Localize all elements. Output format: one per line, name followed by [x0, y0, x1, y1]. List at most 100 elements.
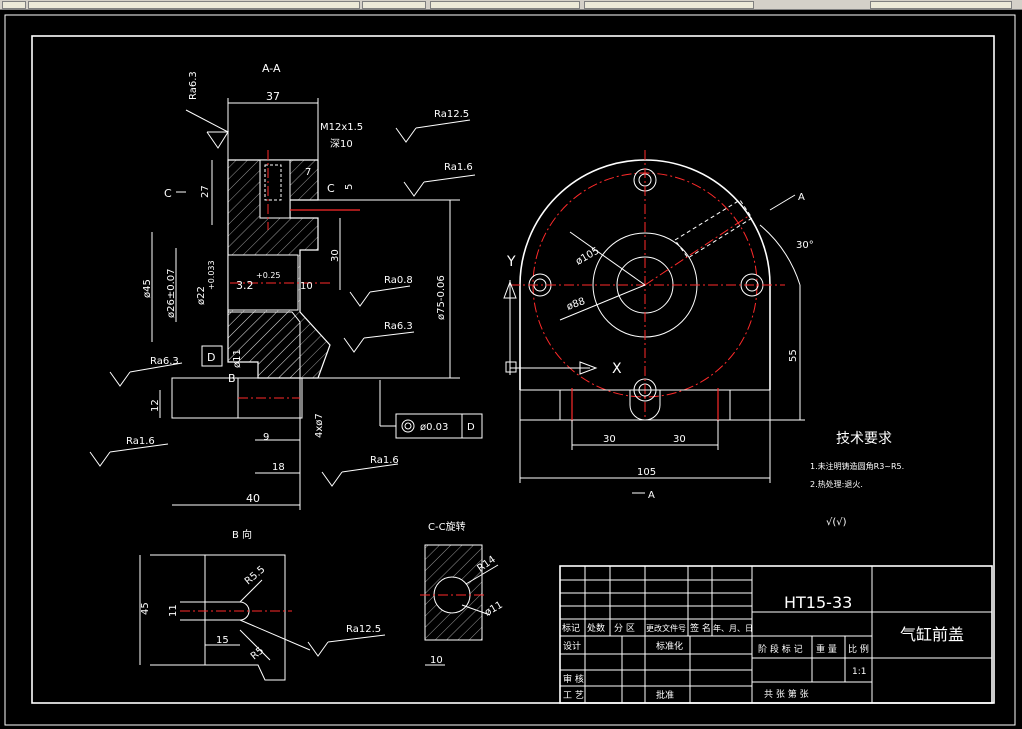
toolbar-segment[interactable]: [28, 1, 360, 9]
tb-standard: 标准化: [656, 640, 683, 652]
dim-7: 7: [305, 167, 311, 178]
section-c-right: C: [327, 182, 335, 195]
leader: [327, 634, 386, 643]
title-block-frame: [559, 565, 993, 704]
leader: [185, 109, 229, 133]
angle-arc: [759, 224, 801, 286]
view-cc-title: C-C旋转: [428, 520, 466, 533]
b-dim-15: 15: [216, 635, 229, 646]
leader: [239, 579, 263, 603]
tb-h-zone: 分 区: [614, 623, 635, 634]
tb-h-count: 处数: [587, 622, 605, 634]
concentricity-icon: [401, 419, 415, 433]
leader: [109, 443, 169, 453]
leader: [461, 604, 491, 616]
b-dim-45: 45: [140, 602, 151, 615]
leader: [363, 331, 415, 339]
cad-drawing: A-A 37 M12x1.5 深10 27 7 5 30 ø: [4, 14, 1016, 726]
section-aa-title: A-A: [262, 62, 281, 75]
window-toolbar: [0, 0, 1022, 10]
tb-sheets: 共 张 第 张: [764, 688, 809, 700]
dim-12: 12: [150, 399, 161, 412]
roughness-symbol: [89, 451, 111, 467]
roughness-symbol: [403, 181, 425, 197]
leader: [415, 119, 471, 129]
dim-dia22-tol: +0.033: [207, 260, 216, 290]
tb-approve: 批准: [656, 689, 674, 701]
roughness-symbol: [349, 291, 371, 307]
roughness-ra16-a: Ra1.6: [444, 162, 473, 173]
tb-h-mark: 标记: [562, 622, 580, 634]
y-axis-label: Y: [506, 254, 516, 270]
roughness-symbol: [395, 127, 417, 143]
leader: [129, 362, 183, 373]
roughness-symbol: [321, 471, 343, 487]
leader: [341, 463, 399, 473]
tb-stage: 阶 段 标 记: [758, 643, 803, 655]
dim-105: 105: [637, 467, 656, 478]
dim-30-vert: 30: [330, 249, 341, 262]
radius-leader: [559, 284, 646, 321]
dim-dia75: ø75-0.06: [436, 275, 447, 320]
b-dim-r5: R5: [249, 645, 266, 662]
inner-frame: [31, 35, 995, 704]
dim-30-b: 30: [673, 434, 686, 445]
roughness-ra16-c: Ra1.6: [370, 455, 399, 466]
drawing-canvas[interactable]: A-A 37 M12x1.5 深10 27 7 5 30 ø: [0, 10, 1022, 729]
body-outline: [519, 159, 771, 286]
tolerance-datum-cell: [461, 413, 483, 439]
dim-40: 40: [246, 492, 260, 505]
roughness-ra63-b: Ra6.3: [384, 321, 413, 332]
dim-18: 18: [272, 462, 285, 473]
tb-h-doc: 更改文件号: [646, 623, 686, 633]
b-mark: B: [228, 372, 236, 385]
leader: [239, 629, 271, 661]
roughness-ra08: Ra0.8: [384, 275, 413, 286]
front-view: ø105 ø88 X Y A A 30° 55 30 30 105: [503, 150, 814, 501]
toolbar-segment[interactable]: [2, 1, 26, 9]
roughness-ra63-c: Ra6.3: [150, 356, 179, 367]
dim-27: 27: [200, 185, 211, 198]
view-b: B 向 45 11 15 R5.5 R5 Ra12.5: [139, 528, 386, 681]
section-c-left: C: [164, 187, 172, 200]
toolbar-segment[interactable]: [870, 1, 1012, 9]
dim-dia11: ø11: [232, 349, 243, 368]
tolerance-value: ø0.03: [420, 422, 448, 433]
toolbar-segment[interactable]: [362, 1, 426, 9]
cut-label-a-bottom: A: [648, 490, 655, 501]
title-block: 标记 处数 分 区 更改文件号 签 名 年、月、日 设计 标准化 审 核 工 艺…: [559, 565, 993, 704]
roughness-symbol: [343, 337, 365, 353]
datum-d: D: [207, 351, 215, 364]
dim-3-2-tol: +0.25: [256, 271, 281, 280]
tb-design: 设计: [563, 640, 581, 652]
leader: [239, 619, 311, 651]
tb-part-name: 气缸前盖: [900, 625, 964, 644]
view-b-title: B 向: [232, 528, 252, 541]
tb-h-date: 年、月、日: [713, 623, 753, 633]
y-arrow-icon: [503, 280, 517, 299]
leader: [465, 564, 499, 585]
tb-h-sign: 签 名: [690, 622, 711, 634]
note-symbol: √(√): [826, 517, 847, 528]
dim-m12: M12x1.5: [320, 122, 363, 133]
x-axis-label: X: [612, 361, 622, 377]
dim-dia26: ø26±0.07: [166, 269, 177, 319]
technical-notes: 技术要求 1.未注明铸造圆角R3~R5. 2.热处理:退火. √(√): [810, 431, 904, 528]
notes-title: 技术要求: [836, 431, 892, 447]
b-dim-r5-5: R5.5: [243, 564, 268, 587]
leader: [423, 174, 476, 183]
roughness-ra63-a: Ra6.3: [188, 71, 199, 100]
toolbar-segment[interactable]: [430, 1, 580, 9]
dim-dia22: ø22: [196, 286, 207, 305]
toolbar-segment[interactable]: [584, 1, 754, 9]
radius-leader: [569, 231, 646, 286]
cc-dim-10: 10: [430, 655, 443, 666]
tb-process: 工 艺: [563, 690, 584, 701]
roughness-symbol: [206, 131, 229, 149]
note-2: 2.热处理:退火.: [810, 479, 863, 489]
concentricity-icon: [404, 422, 412, 430]
thread-lines: [264, 164, 282, 201]
section-view-aa: A-A 37 M12x1.5 深10 27 7 5 30 ø: [89, 62, 483, 510]
cut-label-a-top: A: [798, 192, 805, 203]
tb-scale: 1:1: [852, 667, 866, 677]
